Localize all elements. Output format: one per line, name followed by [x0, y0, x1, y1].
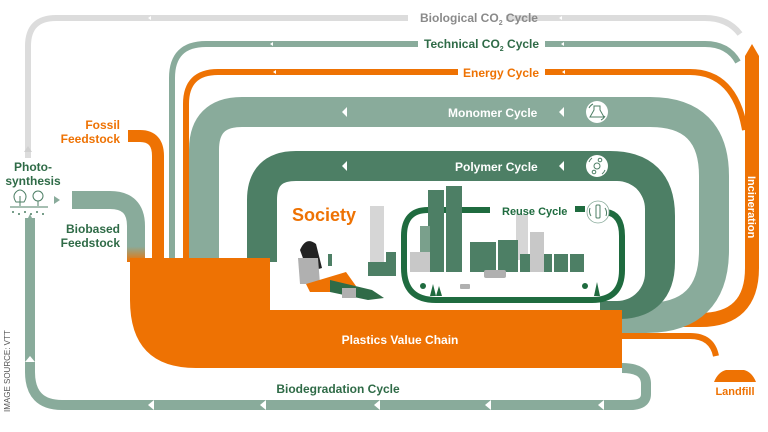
biobased-feedstock-flow: Biobased Feedstock	[61, 191, 145, 262]
flow-arrow-icon	[260, 400, 266, 410]
trees-icon	[420, 282, 600, 296]
technical-co2-label: Technical CO2 Cycle	[424, 37, 539, 53]
value-chain-merge	[214, 258, 268, 308]
energy-track	[183, 69, 748, 262]
vehicles-icon	[460, 270, 506, 289]
building-icon	[370, 206, 384, 262]
photosynthesis-label-line1: Photo-	[14, 160, 52, 174]
photosynthesis-label-line2: synthesis	[5, 174, 61, 188]
factory-icon	[368, 252, 396, 276]
monomer-track	[189, 97, 729, 333]
molecule-recycle-icon	[586, 155, 608, 177]
flow-arrow-icon	[562, 70, 565, 74]
flow-arrow-icon	[485, 400, 491, 410]
polymer-track	[247, 151, 675, 319]
biobased-feedstock-label-line2: Feedstock	[61, 236, 121, 250]
fossil-feedstock-flow: Fossil Feedstock	[61, 118, 164, 262]
incineration-label: Incineration	[745, 176, 757, 239]
flow-arrow-icon	[559, 16, 562, 20]
flow-arrow-icon	[273, 70, 276, 74]
photosynthesis-node: Photo- synthesis	[5, 160, 61, 215]
bottle-recycle-icon	[586, 200, 610, 224]
society-panel: Society Reuse Cycle	[277, 181, 645, 303]
plastics-value-chain: Plastics Value Chain	[130, 258, 719, 368]
biodegradation-track	[25, 218, 651, 410]
polymer-cycle-label: Polymer Cycle	[455, 160, 538, 174]
landfill-label: Landfill	[715, 386, 754, 398]
flow-arrow-icon	[24, 146, 32, 152]
landfill-track	[622, 333, 719, 357]
incineration-flow: Incineration	[622, 44, 759, 327]
person-reading-icon	[298, 241, 384, 300]
chemistry-flask-recycle-icon	[586, 101, 608, 123]
reuse-cycle: Reuse Cycle	[401, 200, 625, 303]
biobased-feedstock-label-line1: Biobased	[66, 222, 120, 236]
city-skyline-icon	[410, 186, 584, 272]
flow-arrow-icon	[342, 161, 347, 171]
flow-arrow-icon	[54, 196, 60, 204]
landfill-node: Landfill	[714, 370, 756, 398]
flow-arrow-icon	[561, 42, 564, 46]
reuse-track	[401, 207, 625, 303]
flow-arrow-icon	[25, 214, 35, 224]
building-icon	[516, 214, 528, 260]
image-source-credit: IMAGE SOURCE: VTT	[3, 330, 12, 412]
energy-cycle: Energy Cycle	[183, 66, 748, 262]
biodegradation-cycle-label: Biodegradation Cycle	[276, 382, 400, 396]
flow-arrow-icon	[342, 107, 347, 117]
fossil-feedstock-label-line2: Feedstock	[61, 132, 121, 146]
society-label: Society	[292, 205, 356, 225]
flow-arrow-icon	[374, 400, 380, 410]
biodegradation-cycle: Biodegradation Cycle	[25, 214, 651, 410]
flow-arrow-icon	[148, 400, 154, 410]
polymer-cycle: Polymer Cycle	[247, 151, 675, 319]
landfill-mound-icon	[714, 370, 756, 382]
technical-co2-cycle: Technical CO2 Cycle	[169, 37, 741, 262]
flow-arrow-icon	[598, 400, 604, 410]
flow-arrow-icon	[25, 356, 35, 362]
reuse-cycle-label: Reuse Cycle	[502, 206, 567, 218]
incineration-track	[622, 60, 759, 327]
fossil-feedstock-label-line1: Fossil	[85, 118, 120, 132]
biological-co2-label: Biological CO2 Cycle	[420, 11, 538, 27]
fossil-feedstock-track	[128, 130, 164, 262]
plastics-value-chain-label: Plastics Value Chain	[342, 333, 459, 347]
flow-arrow-icon	[559, 107, 564, 117]
flow-arrow-icon	[270, 42, 273, 46]
energy-cycle-label: Energy Cycle	[463, 66, 539, 80]
biobased-feedstock-track	[72, 191, 145, 262]
biological-co2-track	[25, 15, 743, 158]
flow-arrow-icon	[148, 16, 151, 20]
monomer-cycle-label: Monomer Cycle	[448, 106, 538, 120]
flow-arrow-icon	[559, 161, 564, 171]
co2-molecules-icon	[12, 211, 44, 215]
technical-co2-track	[169, 41, 741, 262]
biological-co2-cycle: Biological CO2 Cycle	[24, 11, 743, 158]
incineration-arrowhead-icon	[745, 44, 759, 60]
trees-icon	[10, 189, 48, 208]
